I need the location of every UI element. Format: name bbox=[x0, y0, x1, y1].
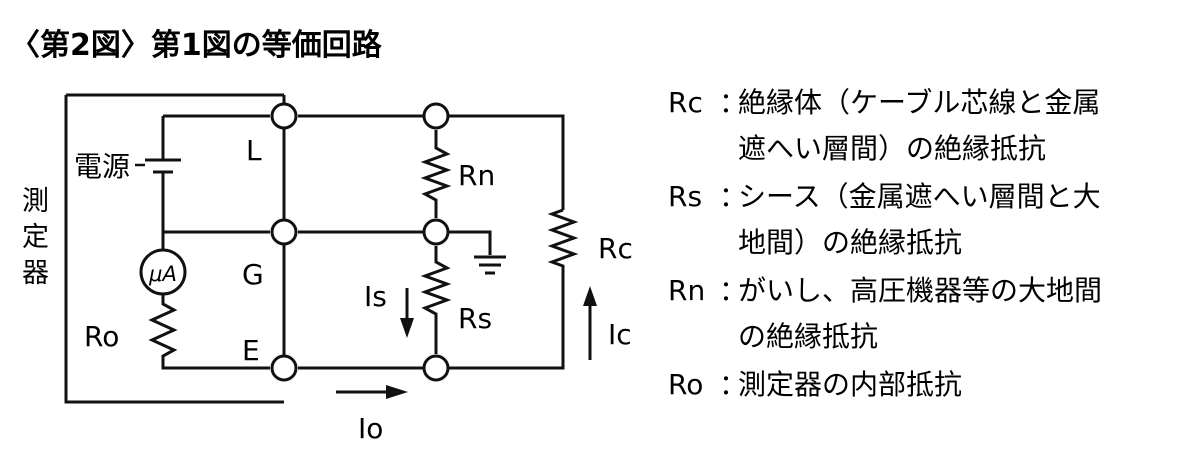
source-lower-lead bbox=[161, 172, 270, 234]
legend-rn-line-1: がいし、高圧機器等の大地間 bbox=[738, 274, 1102, 307]
legend-rc-colon: ： bbox=[719, 86, 747, 119]
resistor-rc-label: Rc bbox=[598, 232, 633, 265]
g-line bbox=[298, 230, 492, 255]
meter-label-char-3: 器 bbox=[22, 258, 49, 289]
junction-l bbox=[422, 102, 450, 130]
resistor-rs bbox=[420, 246, 452, 354]
legend-rc-line-1: 絶縁体（ケーブル芯線と金属 bbox=[738, 86, 1100, 119]
resistor-rn-label: Rn bbox=[458, 159, 495, 192]
terminal-e-label: E bbox=[242, 334, 260, 367]
page-title: 〈第2図〉第1図の等価回路 bbox=[10, 28, 383, 63]
resistor-rn bbox=[420, 130, 452, 218]
legend-ro-line-1: 測定器の内部抵抗 bbox=[738, 368, 962, 401]
power-source-label: 電源 bbox=[74, 150, 130, 183]
l-line bbox=[298, 114, 565, 210]
legend-ro-symbol: Ro bbox=[668, 368, 703, 401]
current-ic-label: Ic bbox=[608, 318, 632, 351]
legend-rs-colon: ： bbox=[719, 180, 747, 213]
terminal-g-label: G bbox=[242, 258, 264, 291]
terminal-l-label: L bbox=[246, 134, 262, 167]
meter-label-char-1: 測 bbox=[22, 186, 49, 217]
junction-e bbox=[422, 354, 450, 382]
current-io-arrowhead bbox=[386, 385, 408, 399]
legend-rn-symbol: Rn bbox=[668, 274, 705, 307]
legend-rs-line-1: シース（金属遮へい層間と大 bbox=[738, 180, 1101, 213]
legend-rc-symbol: Rc bbox=[668, 86, 703, 119]
terminal-g bbox=[270, 218, 298, 246]
terminal-l bbox=[270, 102, 298, 130]
resistor-ro bbox=[148, 294, 270, 370]
meter-enclosure bbox=[64, 93, 284, 404]
legend-ro-colon: ： bbox=[719, 368, 747, 401]
current-ic-arrowhead bbox=[583, 286, 597, 306]
legend-rc-line-2: 遮へい層間）の絶縁抵抗 bbox=[738, 132, 1046, 165]
meter-label-char-2: 定 bbox=[22, 222, 49, 253]
terminal-e bbox=[270, 354, 298, 382]
resistor-ro-label: Ro bbox=[84, 320, 119, 353]
resistor-rc bbox=[298, 208, 579, 370]
current-is-arrowhead bbox=[400, 318, 414, 338]
resistor-rs-label: Rs bbox=[458, 302, 492, 335]
legend-rn-line-2: の絶縁抵抗 bbox=[738, 320, 878, 353]
current-io-label: Io bbox=[358, 412, 383, 445]
microammeter-label: μA bbox=[148, 262, 177, 286]
current-is-label: Is bbox=[364, 280, 387, 313]
legend-rs-line-2: 地間）の絶縁抵抗 bbox=[738, 226, 962, 259]
legend-rs-symbol: Rs bbox=[668, 180, 702, 213]
legend-rn-colon: ： bbox=[719, 274, 747, 307]
legend: Rc ： 絶縁体（ケーブル芯線と金属 遮へい層間）の絶縁抵抗 Rs ： シース（… bbox=[668, 86, 1102, 401]
junction-g bbox=[422, 218, 450, 246]
